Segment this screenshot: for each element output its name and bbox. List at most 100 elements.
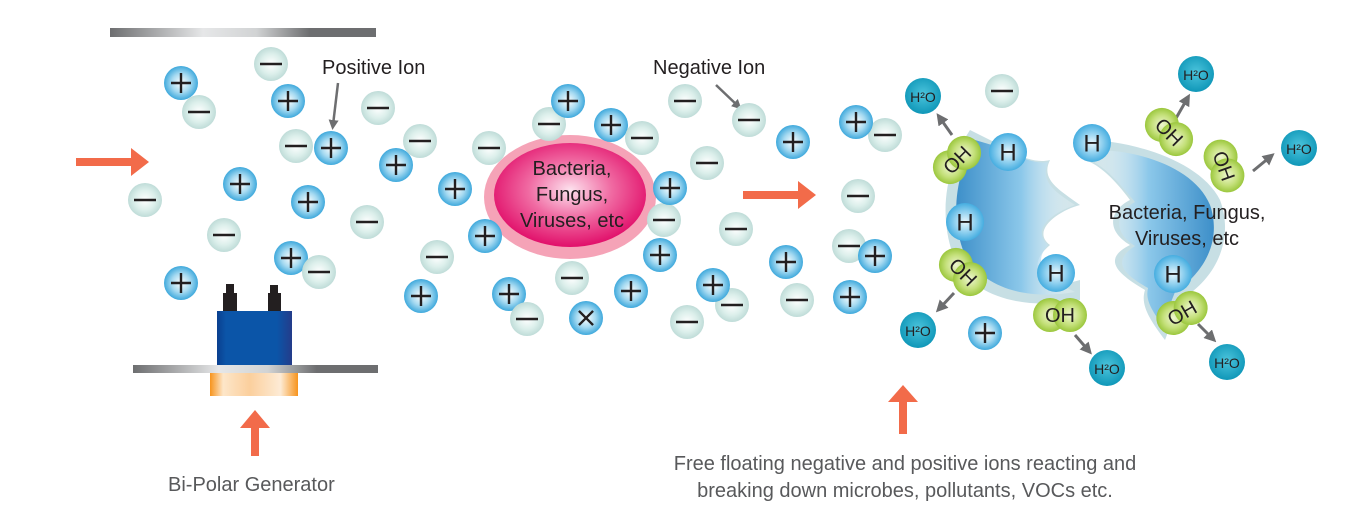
hydrogen-ion: H: [1037, 254, 1075, 292]
plus-icon: [321, 138, 341, 158]
plus-icon: [703, 275, 723, 295]
plus-icon: [578, 310, 594, 326]
svg-text:H²O: H²O: [1286, 141, 1312, 157]
negative-ion: [510, 302, 544, 336]
microbe-label-line: Fungus,: [535, 184, 609, 206]
caption-line: breaking down microbes, pollutants, VOCs…: [697, 480, 1113, 502]
positive-ion: [223, 167, 257, 201]
water-molecule: H²O: [1281, 130, 1317, 166]
positive-ion: [164, 66, 198, 100]
negative-ion: [732, 103, 766, 137]
hydroxyl-radical: OH: [1156, 291, 1208, 336]
pointer-arrow-icon: [328, 82, 340, 130]
water-molecule: H²O: [1209, 344, 1245, 380]
microbe-target: [484, 135, 656, 259]
svg-text:H²O: H²O: [910, 89, 936, 105]
positive-ion-label: Positive Ion: [322, 57, 426, 79]
plus-icon: [558, 91, 578, 111]
pointer-arrows: [328, 82, 742, 130]
hydrogen-ion: H: [989, 133, 1027, 171]
positive-ion: [314, 131, 348, 165]
pointer-arrow-icon: [1173, 93, 1190, 121]
svg-text:H²O: H²O: [1183, 67, 1209, 83]
reaction-arrows: [935, 93, 1275, 355]
plus-icon: [445, 179, 465, 199]
water-molecule: H²O: [905, 78, 941, 114]
negative-ion: [182, 95, 216, 129]
negative-ion: [254, 47, 288, 81]
pointer-arrow-icon: [1073, 334, 1092, 355]
svg-text:H: H: [956, 210, 973, 237]
plus-icon: [411, 286, 431, 306]
pointer-arrow-icon: [935, 291, 956, 313]
svg-text:H²O: H²O: [1094, 361, 1120, 377]
caption: Free floating negative and positive ions…: [600, 451, 1210, 505]
plus-icon: [865, 246, 885, 266]
positive-ion: [839, 105, 873, 139]
plus-icon: [660, 178, 680, 198]
generator-body: [217, 311, 292, 366]
positive-ion: [643, 238, 677, 272]
positive-ion: [769, 245, 803, 279]
pointer-arrow-icon: [1252, 153, 1275, 173]
negative-ion: [832, 229, 866, 263]
negative-ion: [361, 91, 395, 125]
plus-icon: [783, 132, 803, 152]
negative-ion: [403, 124, 437, 158]
negative-ion: [128, 183, 162, 217]
positive-ion: [404, 279, 438, 313]
plus-icon: [298, 192, 318, 212]
plus-icon: [278, 91, 298, 111]
svg-text:H: H: [1164, 262, 1181, 289]
negative-ion: [625, 121, 659, 155]
pointer-arrow-icon: [1196, 322, 1217, 343]
microbe-breaking-swirl: [945, 130, 1226, 340]
positive-ion: [492, 277, 526, 311]
negative-ion-label: Negative Ion: [653, 57, 766, 79]
water-molecule: H²O: [1178, 56, 1214, 92]
negative-ion: [985, 74, 1019, 108]
positive-ion: [468, 219, 502, 253]
negative-ion: [780, 283, 814, 317]
positive-ion: [614, 274, 648, 308]
plus-icon: [975, 323, 995, 343]
negative-ion: [841, 179, 875, 213]
positive-ion: [833, 280, 867, 314]
negative-ion: [350, 205, 384, 239]
plus-icon: [776, 252, 796, 272]
bi-polar-generator: [133, 284, 378, 396]
hydroxyl-radical: OH: [1033, 298, 1087, 332]
bottom-plate: [133, 365, 378, 373]
negative-ion: [472, 131, 506, 165]
positive-ion: [569, 301, 603, 335]
hydroxyl-radical: OH: [938, 247, 988, 297]
plus-icon: [171, 73, 191, 93]
hydrogen-ion: H: [946, 203, 984, 241]
negative-ion: [690, 146, 724, 180]
microbe-result-label: Bacteria, Fungus, Viruses, etc: [1082, 200, 1292, 252]
pointer-arrow-icon: [936, 113, 954, 136]
positive-ion: [696, 268, 730, 302]
negative-ion: [868, 118, 902, 152]
positive-ion: [551, 84, 585, 118]
arrow-up-icon: [888, 385, 918, 434]
plus-icon: [475, 226, 495, 246]
positive-ion: [438, 172, 472, 206]
arrow-right-icon: [743, 181, 816, 209]
microbe-label-line: Viruses, etc: [519, 210, 625, 232]
negative-ion: [207, 218, 241, 252]
svg-text:OH: OH: [1045, 305, 1075, 327]
negative-ion: [279, 129, 313, 163]
caption-line: Free floating negative and positive ions…: [673, 453, 1137, 475]
plus-icon: [846, 112, 866, 132]
positive-ion: [164, 266, 198, 300]
microbe-result-line: Bacteria, Fungus,: [1108, 202, 1266, 224]
positive-ion: [858, 239, 892, 273]
ion-layer: [128, 47, 1019, 350]
negative-ion: [670, 305, 704, 339]
microbe-label-line: Bacteria,: [532, 158, 612, 180]
svg-text:H: H: [1083, 131, 1100, 158]
flow-arrows: [76, 148, 918, 456]
